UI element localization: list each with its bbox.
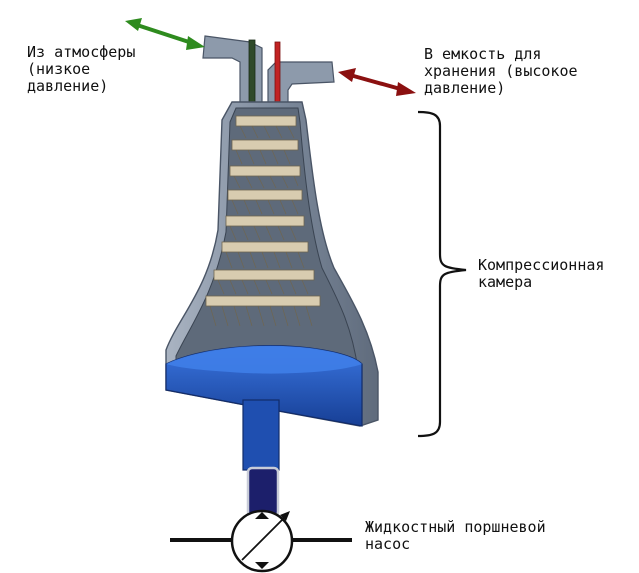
pump-label-line-1: Жидкостный поршневой — [365, 518, 546, 536]
baffle-fins — [209, 125, 313, 327]
compression-chamber — [165, 101, 379, 427]
outlet-arrow — [338, 68, 416, 96]
outlet-pipe — [267, 61, 335, 105]
outlet-label-line-1: В емкость для — [424, 45, 542, 63]
outlet-label-line-3: давление) — [424, 79, 506, 97]
inlet-label-line-2: (низкое — [27, 60, 91, 78]
inlet-label-line-1: Из атмосферы — [27, 43, 136, 61]
inlet-label-line-3: давление) — [27, 77, 109, 95]
pump-piston — [246, 466, 280, 518]
chamber-label-line-2: камера — [478, 273, 533, 291]
chamber-label-line-1: Компрессионная — [478, 256, 605, 274]
baffle-plates — [205, 115, 321, 307]
outlet-label: В емкость для хранения (высокое давление… — [424, 46, 578, 97]
chamber-brace — [417, 110, 467, 438]
pump-symbol — [170, 509, 352, 573]
inlet-label: Из атмосферы (низкое давление) — [27, 44, 135, 95]
chamber-label: Компрессионная камера — [478, 257, 604, 291]
liquid — [165, 345, 363, 471]
outlet-label-line-2: хранения (высокое — [424, 62, 578, 80]
inlet-arrow — [125, 18, 205, 50]
pump-label-line-2: насос — [365, 535, 411, 553]
pump-label: Жидкостный поршневой насос — [365, 519, 546, 553]
